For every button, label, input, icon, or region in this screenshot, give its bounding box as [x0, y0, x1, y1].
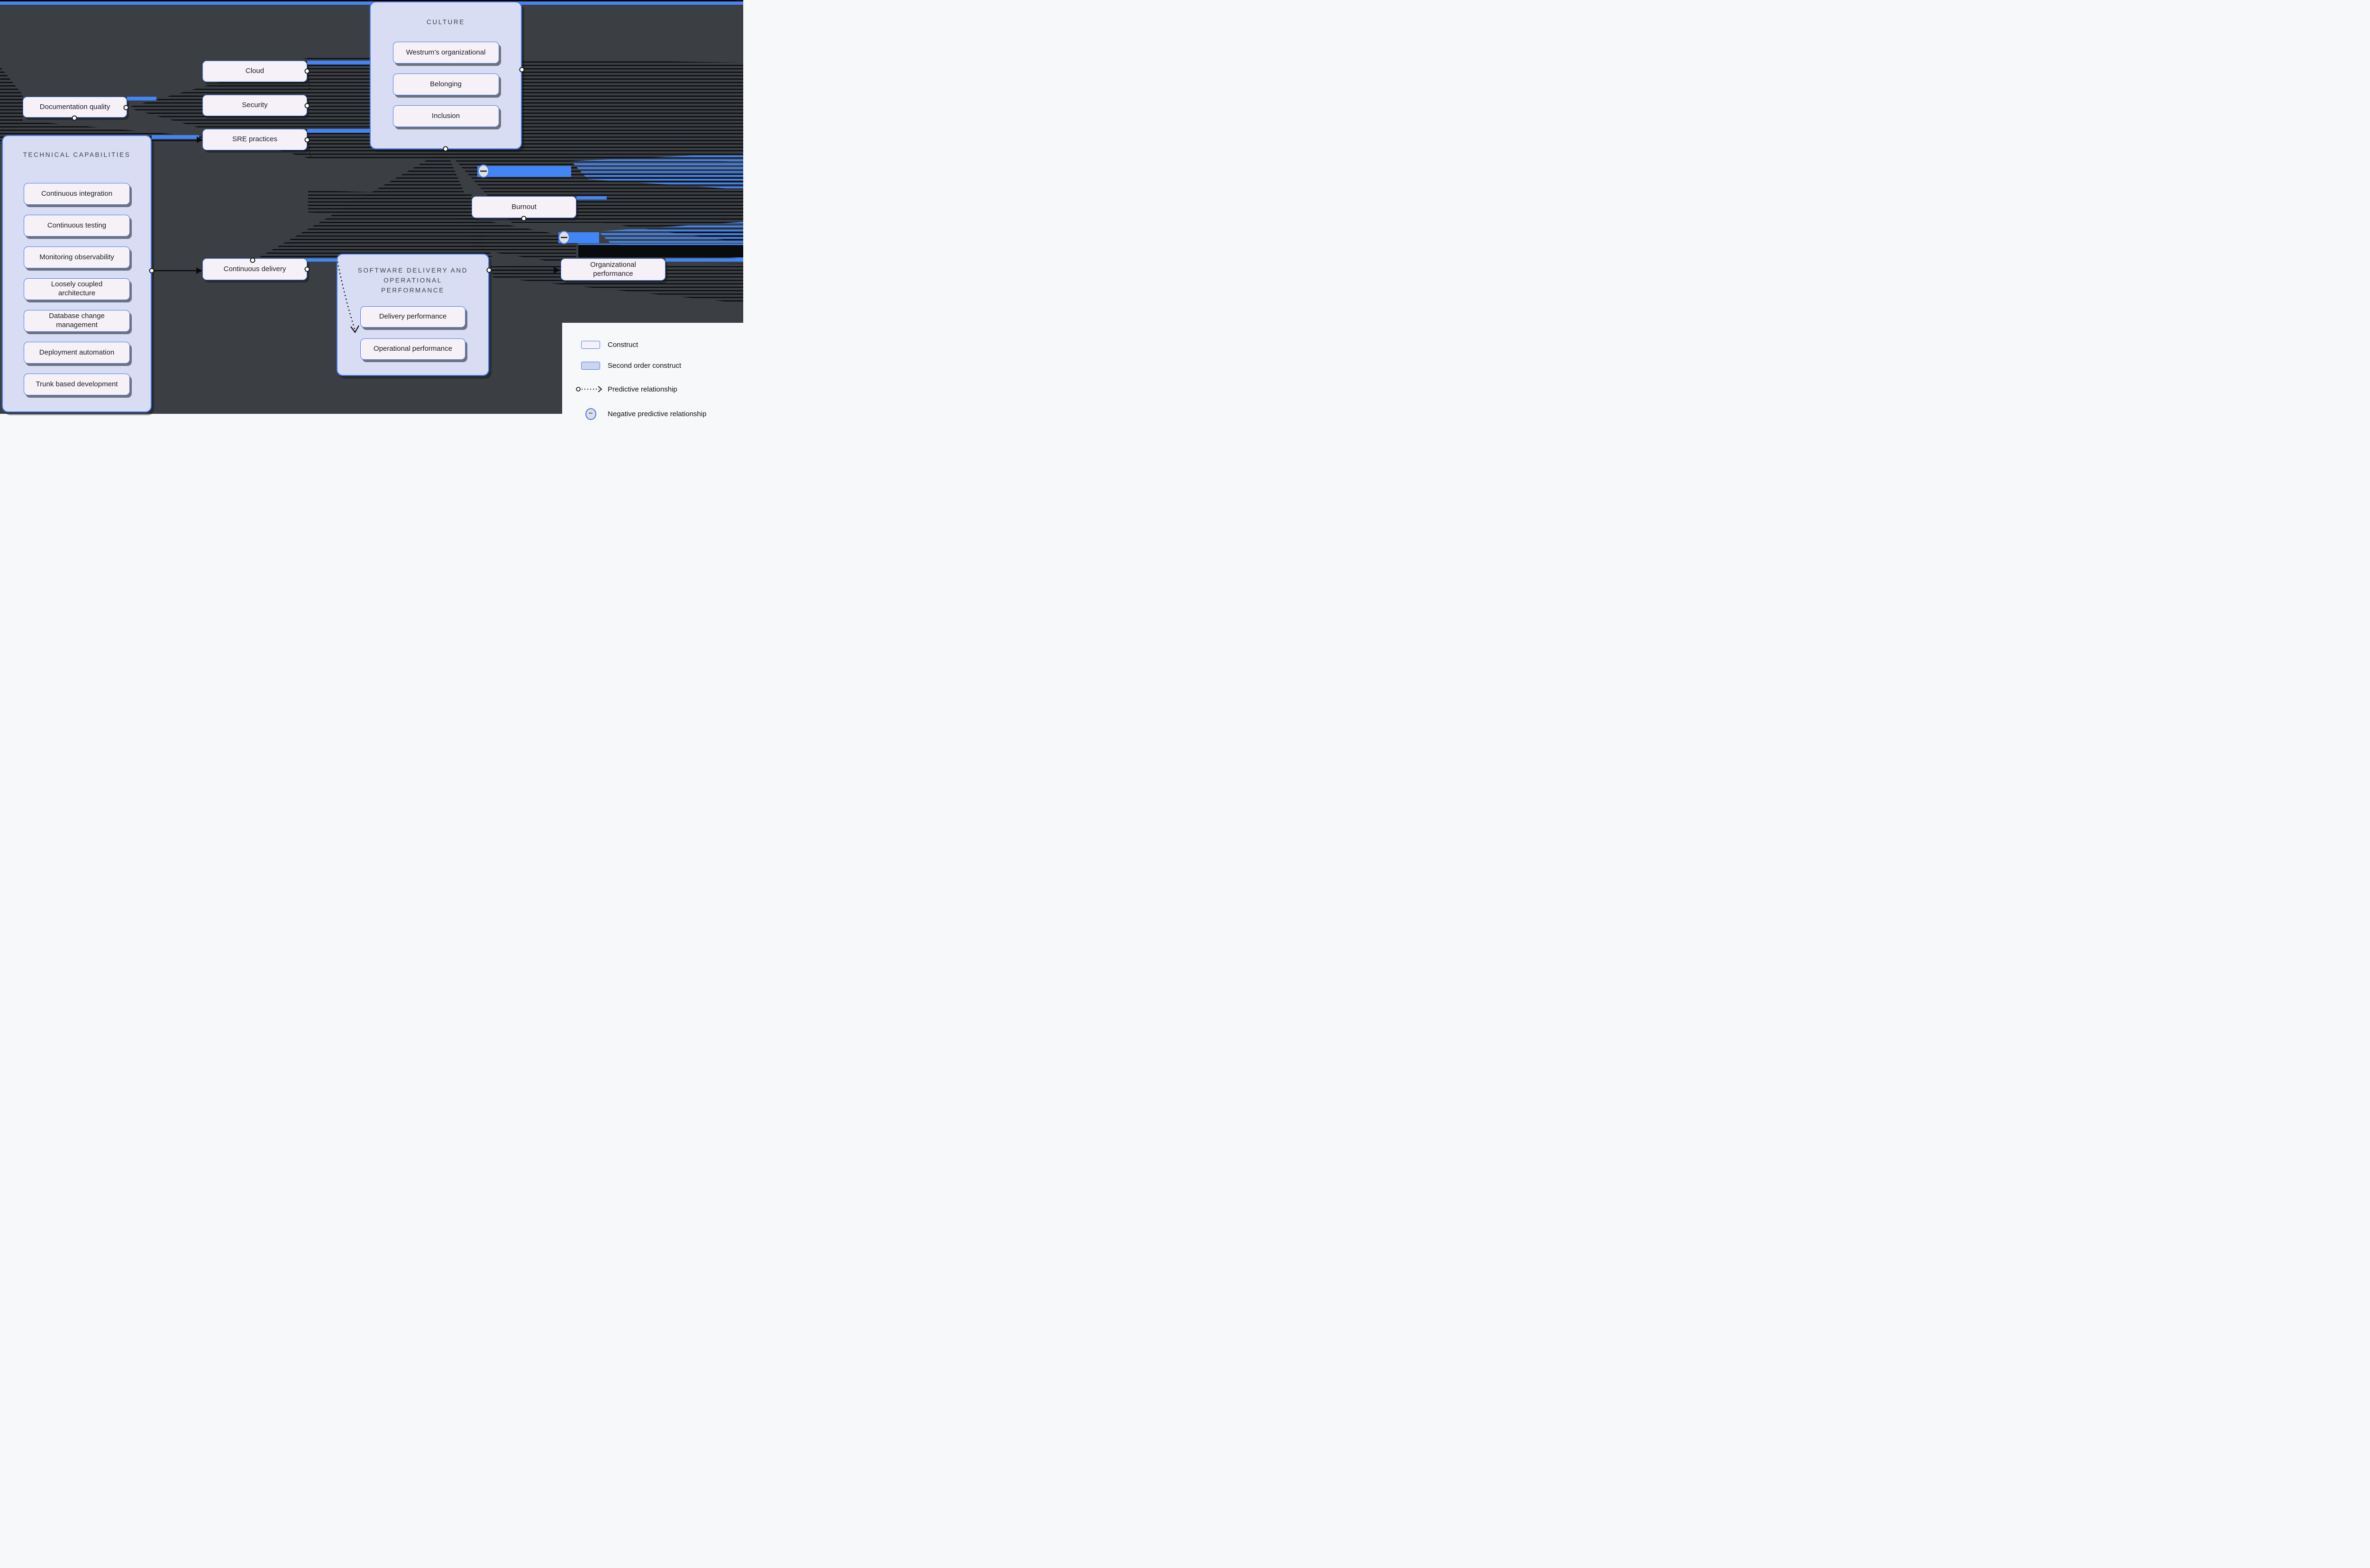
legend-item-predictive: Predictive relationship — [574, 379, 743, 400]
box-label: Inclusion — [431, 111, 460, 120]
box-database-change-management: Database change management — [24, 310, 130, 332]
box-label: Organizational performance — [590, 260, 636, 278]
box-trunk-based-development: Trunk based development — [24, 373, 130, 395]
dora-model-diagram: Documentation quality Cloud Security SRE… — [0, 0, 743, 441]
panel-sdo-performance: SOFTWARE DELIVERY AND OPERATIONAL PERFOR… — [337, 254, 489, 376]
box-organizational-performance: Organizational performance — [561, 258, 665, 281]
legend-label: Predictive relationship — [608, 385, 677, 393]
second-order-swatch-icon — [574, 361, 608, 370]
box-label: Westrum’s organizational — [406, 48, 486, 56]
panel-technical-capabilities: TECHNICAL CAPABILITIES Continuous integr… — [2, 135, 152, 412]
legend-item-second-order: Second order construct — [574, 355, 743, 376]
box-cloud: Cloud — [202, 61, 307, 82]
box-label: Continuous integration — [41, 189, 113, 198]
minus-glyph: − — [585, 408, 596, 420]
legend-item-negative: − Negative predictive relationship — [574, 403, 743, 424]
box-label: Belonging — [430, 80, 462, 88]
predictive-arrow-icon — [574, 384, 608, 394]
box-operational-performance: Operational performance — [360, 338, 465, 360]
box-continuous-integration: Continuous integration — [24, 182, 130, 205]
box-label: Delivery performance — [379, 312, 447, 320]
legend-label: Second order construct — [608, 361, 682, 370]
box-label: Documentation quality — [39, 102, 110, 111]
legend-item-construct: Construct — [574, 334, 743, 355]
panel-title: SOFTWARE DELIVERY AND OPERATIONAL PERFOR… — [357, 267, 468, 294]
box-inclusion: Inclusion — [392, 105, 499, 127]
box-monitoring-observability: Monitoring observability — [24, 246, 130, 268]
box-delivery-performance: Delivery performance — [360, 306, 465, 328]
box-deployment-automation: Deployment automation — [24, 341, 130, 364]
panel-title: CULTURE — [427, 18, 465, 26]
box-label: Monitoring observability — [39, 253, 114, 261]
box-label: Database change management — [49, 312, 105, 329]
box-label: Cloud — [245, 67, 264, 75]
box-label: Deployment automation — [39, 348, 115, 356]
box-documentation-quality: Documentation quality — [23, 97, 127, 118]
box-label: Continuous testing — [47, 221, 107, 229]
box-sre-practices: SRE practices — [202, 129, 307, 150]
panel-culture: CULTURE Westrum’s organizational Belongi… — [370, 1, 522, 149]
box-loosely-coupled-architecture: Loosely coupled architecture — [24, 278, 130, 300]
box-continuous-delivery: Continuous delivery — [202, 258, 307, 280]
legend-label: Construct — [608, 340, 638, 349]
box-label: Trunk based development — [36, 380, 118, 388]
box-label: Burnout — [511, 202, 537, 211]
box-burnout: Burnout — [472, 196, 576, 218]
construct-swatch-icon — [574, 340, 608, 349]
box-label: SRE practices — [232, 135, 278, 144]
box-belonging: Belonging — [392, 73, 499, 95]
negative-minus-icon: − — [574, 408, 608, 420]
box-security: Security — [202, 95, 307, 116]
box-westrums-organizational: Westrum’s organizational — [392, 41, 499, 64]
box-label: Operational performance — [374, 344, 452, 353]
legend-panel: Construct Second order construct Predict… — [562, 323, 743, 441]
box-label: Continuous delivery — [223, 264, 286, 273]
box-label: Loosely coupled architecture — [51, 280, 103, 297]
top-black-strip — [0, 0, 743, 1]
panel-title: TECHNICAL CAPABILITIES — [23, 151, 131, 158]
box-continuous-testing: Continuous testing — [24, 214, 130, 237]
box-label: Security — [242, 101, 268, 109]
legend-label: Negative predictive relationship — [608, 410, 707, 418]
